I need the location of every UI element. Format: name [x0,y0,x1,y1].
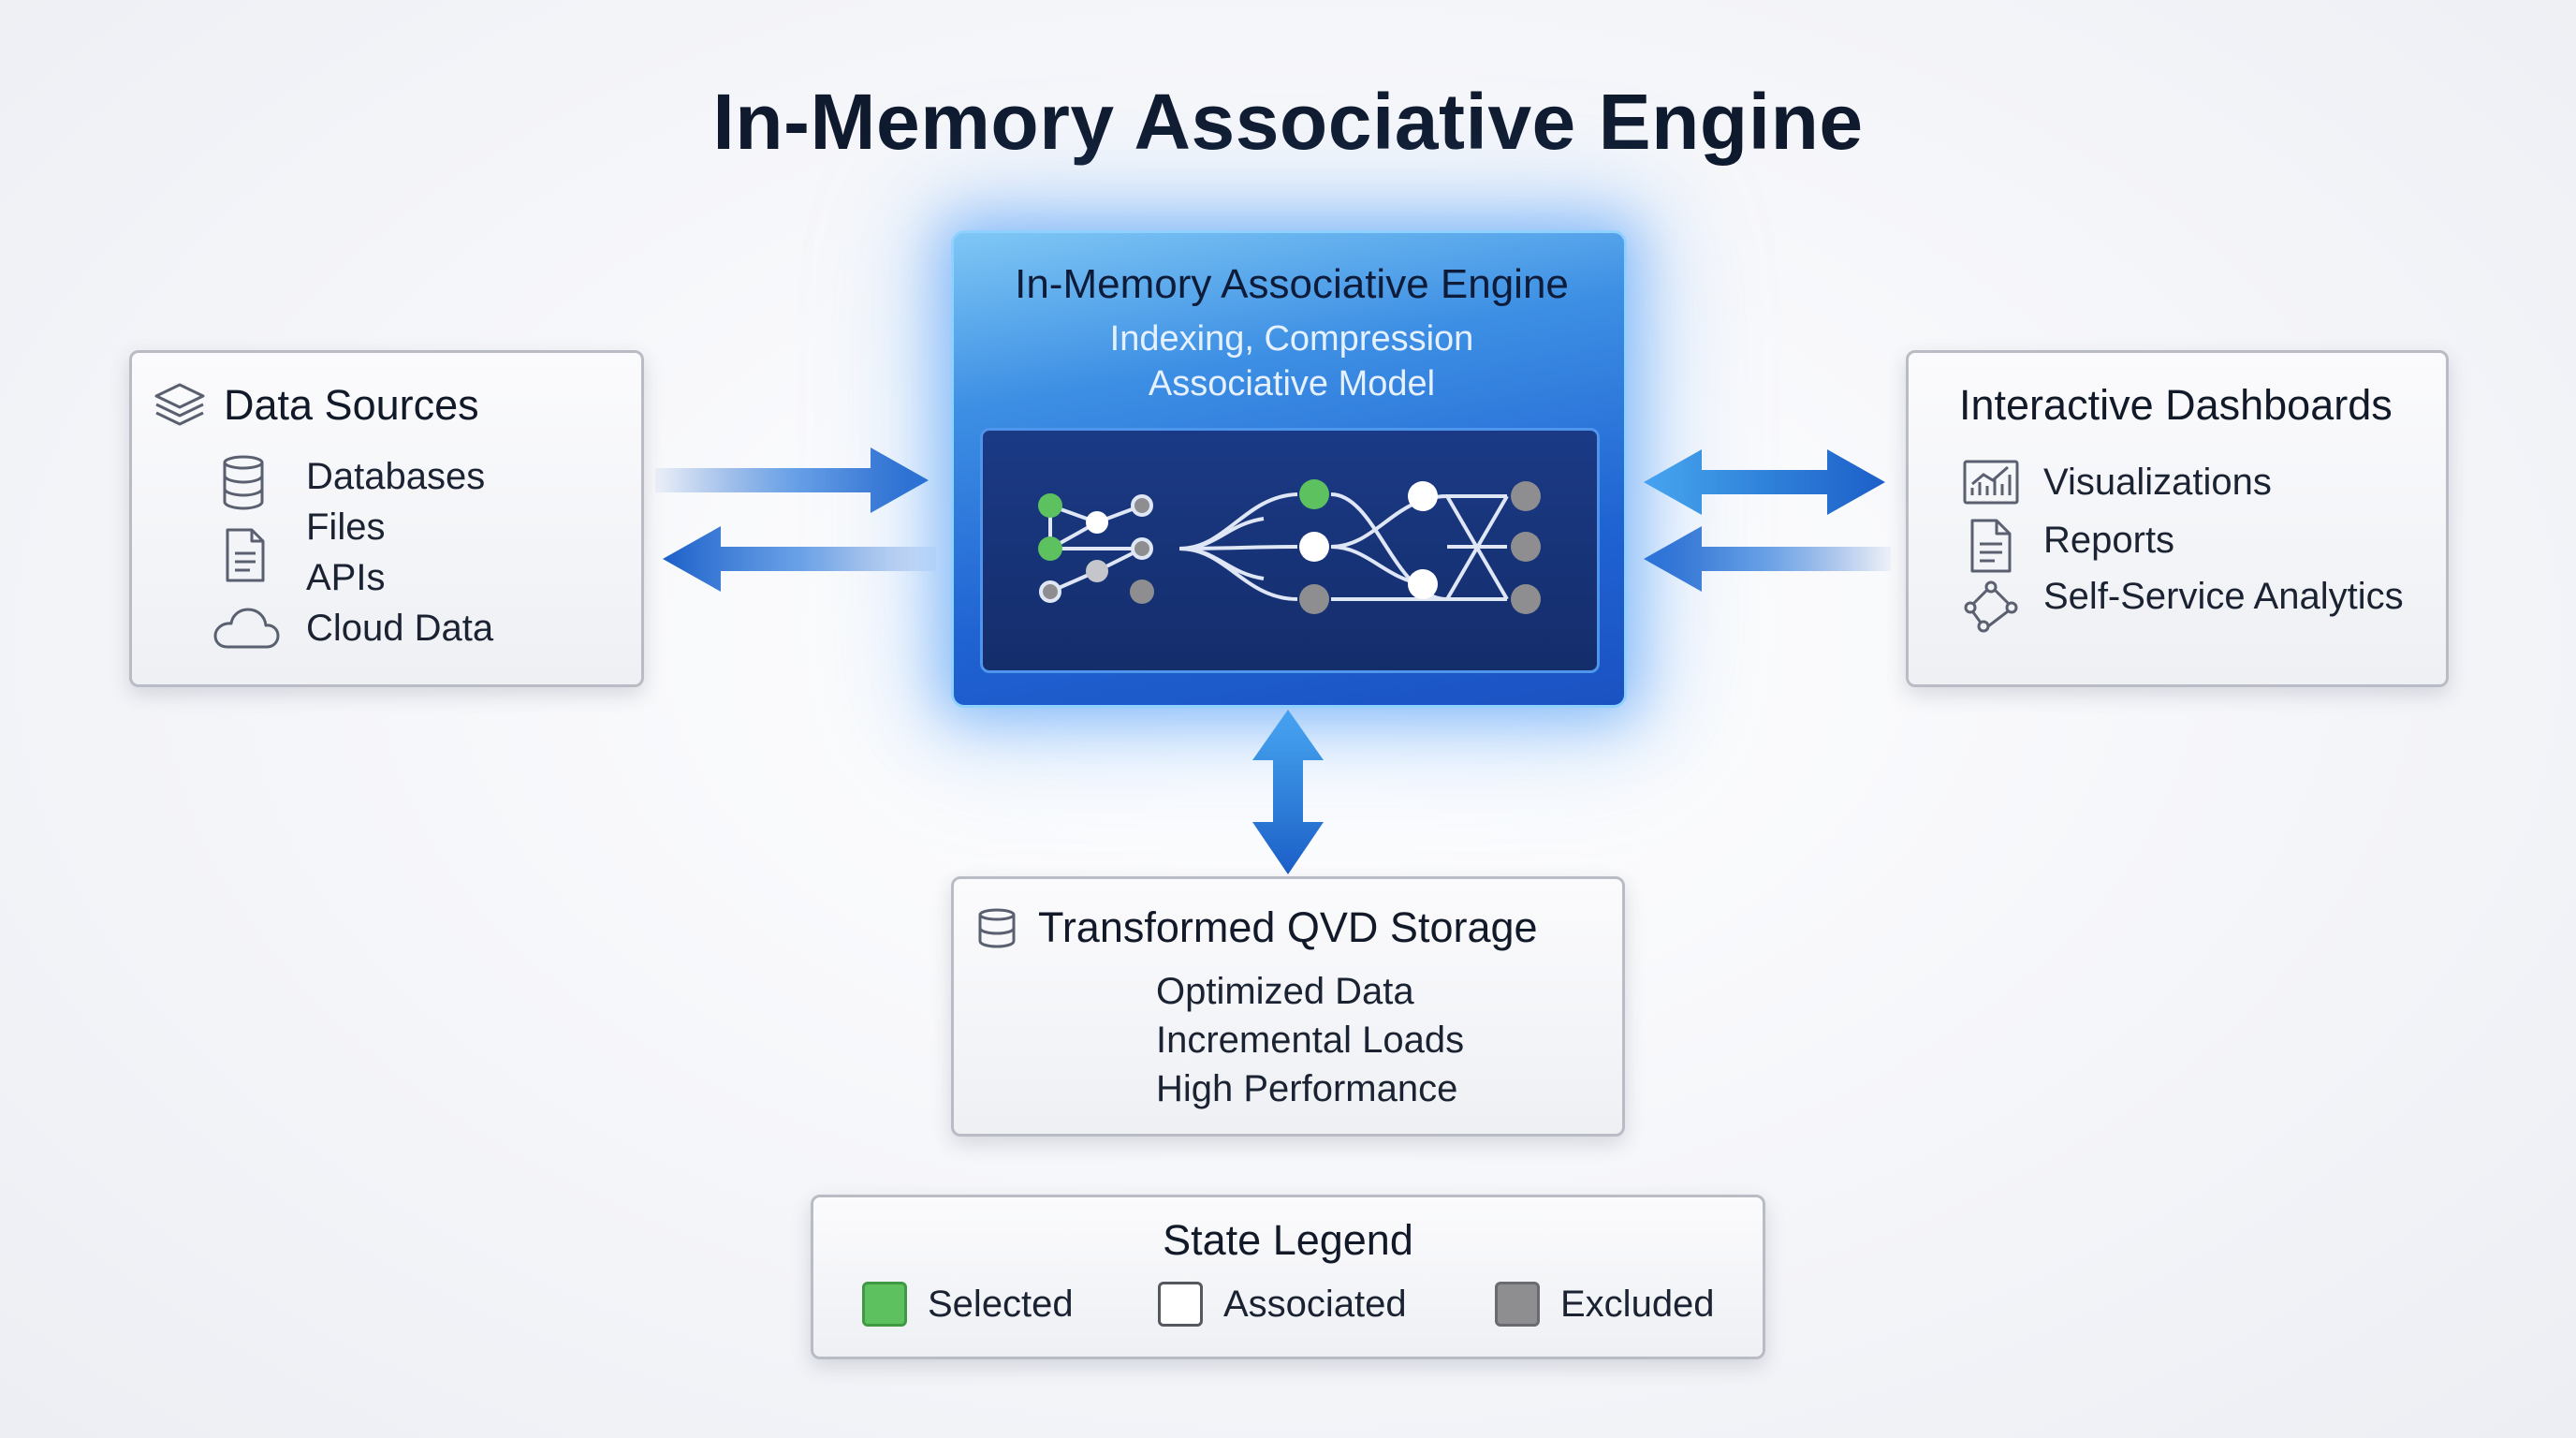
report-icon [1970,519,2012,573]
dashboard-self-service-analytics: Self-Service Analytics [2043,576,2404,617]
legend-label-excluded: Excluded [1560,1284,1715,1325]
arrow-dashboards-to-engine [1644,526,1891,592]
legend-swatch-associated [1158,1282,1203,1327]
engine-subtitle-1: Indexing, Compression [1109,319,1474,359]
data-sources-box: Data Sources Databases Files APIs Cloud … [129,350,644,687]
database-icon [223,455,264,510]
arrow-engine-to-sources [663,526,936,592]
data-sources-title: Data Sources [224,381,479,429]
storage-high-performance: High Performance [1156,1068,1458,1109]
legend-label-associated: Associated [1223,1284,1407,1325]
arrow-sources-to-engine [655,448,929,513]
source-files: Files [306,506,386,548]
source-apis: APIs [306,557,386,598]
network-icon [1964,580,2018,633]
file-icon [226,528,265,582]
cloud-icon [213,608,280,649]
dashboard-visualizations: Visualizations [2043,462,2272,503]
page-title: In-Memory Associative Engine [712,78,1864,166]
state-legend: State Legend Selected Associated Exclude… [811,1195,1765,1359]
engine-subtitle-2: Associative Model [1148,364,1436,404]
dashboards-title: Interactive Dashboards [1959,381,2393,429]
legend-swatch-excluded [1495,1282,1540,1327]
arrow-engine-dashboards-bidirectional [1644,449,1885,515]
layers-icon [154,383,205,426]
qvd-storage-title: Transformed QVD Storage [1038,903,1538,951]
storage-optimized-data: Optimized Data [1156,971,1414,1012]
qvd-storage-box: Transformed QVD Storage Optimized Data I… [951,876,1625,1137]
source-cloud-data: Cloud Data [306,608,494,649]
dashboards-box: Interactive Dashboards Visualizations Re… [1906,350,2449,687]
engine-title: In-Memory Associative Engine [1015,261,1569,307]
storage-icon [978,908,1016,948]
association-graph [1038,479,1541,614]
legend-swatch-selected [862,1282,907,1327]
storage-incremental-loads: Incremental Loads [1156,1020,1465,1061]
legend-title: State Legend [1163,1216,1413,1264]
source-databases: Databases [306,456,486,497]
associative-model-visual [980,428,1600,673]
legend-label-selected: Selected [928,1284,1074,1325]
engine-box: In-Memory Associative Engine Indexing, C… [951,230,1627,708]
dashboard-reports: Reports [2043,520,2175,561]
arrow-engine-storage-bidirectional [1252,710,1324,874]
chart-icon [1963,460,2019,505]
